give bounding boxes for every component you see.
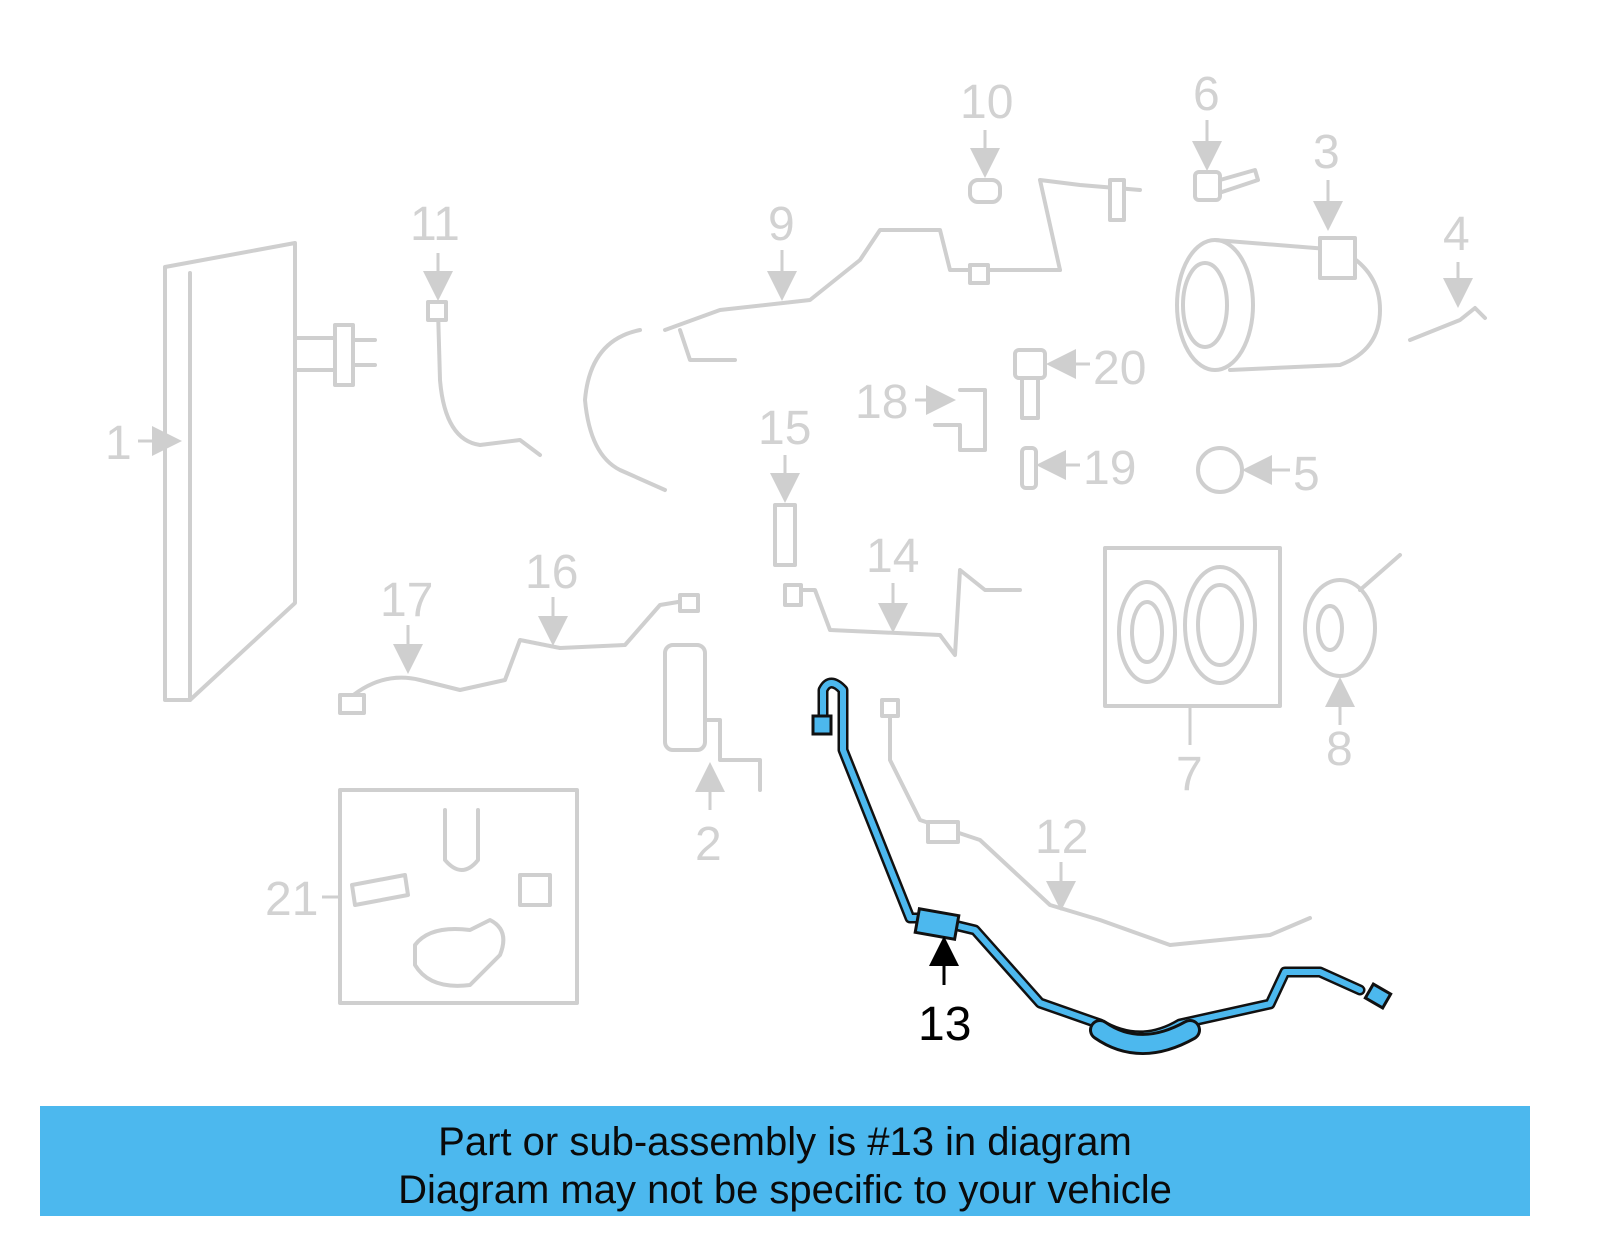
line-13-highlighted-part (811, 677, 1393, 1055)
callout-7: 7 (1176, 748, 1203, 801)
sensor-15-part (773, 503, 797, 567)
info-banner: Part or sub-assembly is #13 in diagram D… (40, 1106, 1530, 1216)
hose-9-part (583, 178, 1142, 492)
bolt-20-part (1013, 348, 1047, 420)
oring-5-part (1196, 446, 1244, 494)
callout-13: 13 (918, 998, 971, 1051)
hose-11-part (426, 300, 542, 457)
callout-1: 1 (105, 417, 132, 470)
callout-17: 17 (380, 574, 433, 627)
callout-21: 21 (265, 873, 318, 926)
valve-4-part (1408, 306, 1487, 342)
callout-10: 10 (960, 76, 1013, 129)
callout-15: 15 (758, 402, 811, 455)
callout-18: 18 (855, 376, 908, 429)
hose-16-part (338, 593, 700, 715)
callout-8: 8 (1326, 723, 1353, 776)
callout-2: 2 (695, 818, 722, 871)
banner-line-2: Diagram may not be specific to your vehi… (398, 1168, 1172, 1212)
callout-12: 12 (1035, 811, 1088, 864)
callout-20: 20 (1093, 342, 1146, 395)
sealkit-21-part (338, 788, 579, 1005)
line-14-part (783, 568, 1022, 657)
line-12-part (880, 698, 1312, 947)
clutch-7-part (1103, 546, 1282, 708)
callout-5: 5 (1293, 448, 1320, 501)
pin-19-part (1020, 446, 1038, 490)
compressor-3-part (1175, 236, 1382, 372)
bolt-6-part (1193, 168, 1260, 202)
callout-3: 3 (1313, 126, 1340, 179)
condenser-part (163, 241, 377, 702)
banner-line-1: Part or sub-assembly is #13 in diagram (438, 1120, 1132, 1164)
callout-4: 4 (1443, 208, 1470, 261)
callout-19: 19 (1083, 442, 1136, 495)
coil-8-part (1303, 553, 1402, 678)
drier-2-part (663, 643, 762, 792)
callout-14: 14 (866, 530, 919, 583)
callout-11: 11 (410, 198, 460, 251)
callout-9: 9 (768, 198, 795, 251)
callout-6: 6 (1193, 68, 1220, 121)
callout-16: 16 (525, 546, 578, 599)
bracket-18-part (933, 388, 987, 452)
nut-10-part (968, 178, 1002, 204)
